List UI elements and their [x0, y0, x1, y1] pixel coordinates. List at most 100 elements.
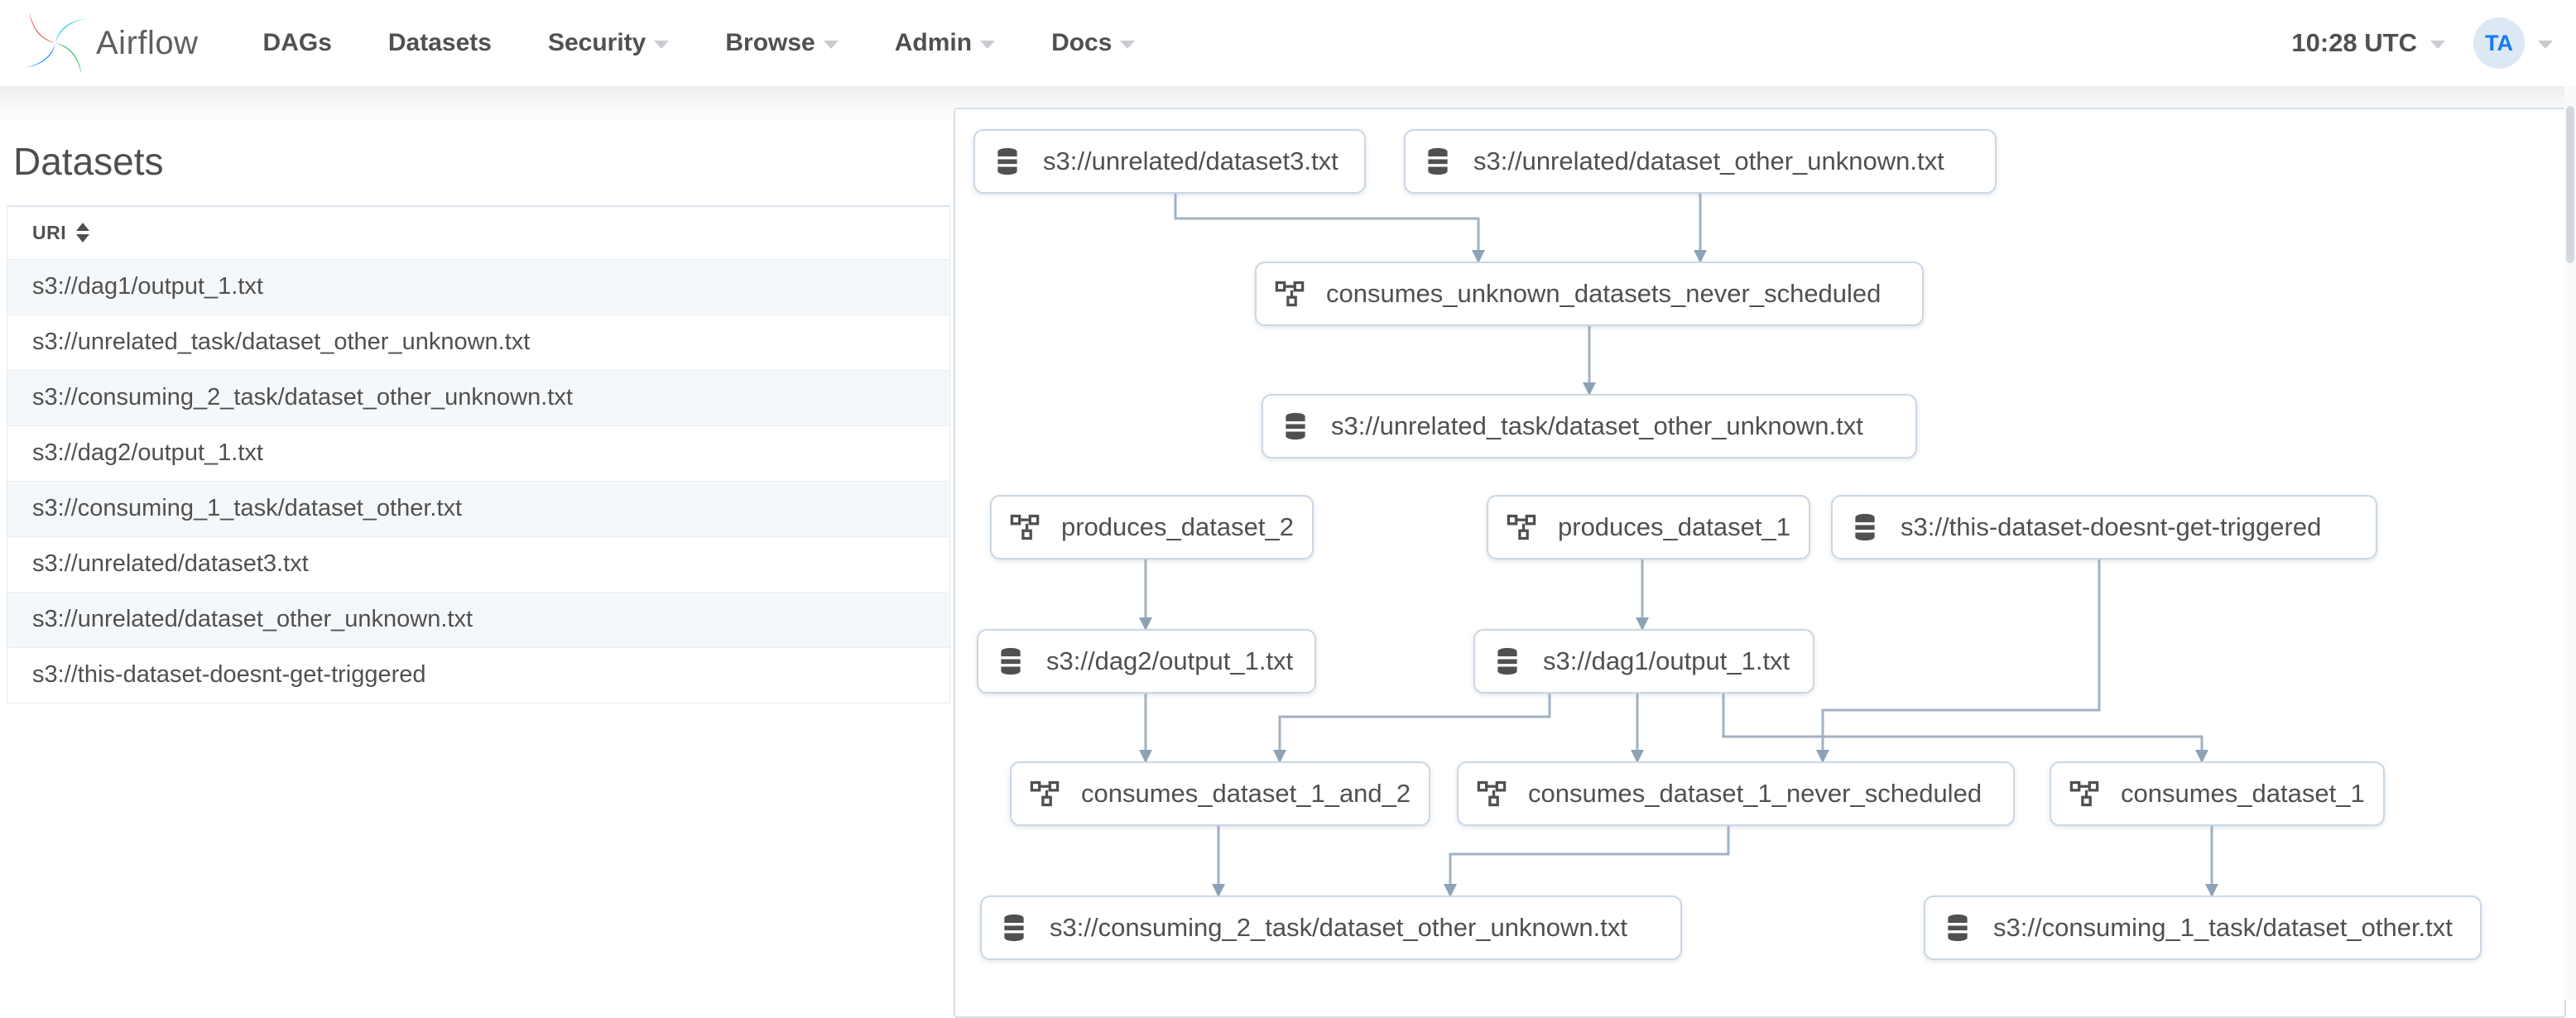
nav-item-label: DAGs — [262, 29, 332, 56]
nav-item-label: Browse — [725, 29, 815, 56]
user-menu[interactable]: TA — [2473, 17, 2553, 69]
database-icon — [1493, 646, 1521, 677]
nav-item-datasets[interactable]: Datasets — [388, 29, 492, 57]
graph-node-dag-consumes-dataset-1-never-scheduled[interactable]: consumes_dataset_1_never_scheduled — [1457, 761, 2015, 826]
scrollbar-thumb[interactable] — [2566, 106, 2574, 263]
database-icon — [1424, 146, 1452, 177]
logo-blade-cyan — [55, 18, 87, 43]
avatar: TA — [2473, 17, 2525, 69]
nav-item-label: Datasets — [387, 29, 492, 56]
node-label: produces_dataset_2 — [1061, 512, 1294, 541]
caret-down-icon — [1120, 41, 1136, 49]
dataset-uri-cell[interactable]: s3://unrelated/dataset3.txt — [7, 535, 950, 592]
database-icon — [1944, 912, 1972, 944]
nav-menu: DAGs Datasets Security Browse Admin Docs — [263, 29, 1136, 57]
dataset-row[interactable]: s3://unrelated/dataset3.txt — [7, 535, 950, 592]
node-label: s3://dag1/output_1.txt — [1543, 646, 1790, 675]
node-label: consumes_dataset_1_and_2 — [1081, 779, 1411, 808]
brand-label: Airflow — [96, 24, 199, 61]
nav-item-admin[interactable]: Admin — [895, 29, 996, 57]
logo-blade-red — [29, 12, 55, 44]
caret-down-icon — [2430, 41, 2445, 49]
dag-icon — [1010, 512, 1040, 542]
dataset-uri-cell[interactable]: s3://consuming_2_task/dataset_other_unkn… — [7, 369, 950, 425]
dataset-row[interactable]: s3://dag2/output_1.txt — [7, 425, 950, 481]
graph-node-dag-consumes-dataset-1-and-2[interactable]: consumes_dataset_1_and_2 — [1010, 761, 1431, 826]
database-icon — [1000, 912, 1028, 944]
database-icon — [1851, 511, 1879, 543]
graph-node-dag-produces-dataset-1[interactable]: produces_dataset_1 — [1487, 495, 1810, 559]
graph-node-dag-produces-dataset-2[interactable]: produces_dataset_2 — [990, 495, 1314, 559]
dag-icon — [2069, 779, 2099, 809]
graph-node-dataset-dag1-output-1[interactable]: s3://dag1/output_1.txt — [1473, 629, 1814, 694]
node-label: s3://dag2/output_1.txt — [1046, 646, 1294, 675]
nav-right: 10:28 UTC TA — [2291, 17, 2553, 69]
nav-item-label: Docs — [1051, 29, 1113, 56]
graph-node-dataset-unrelated-task-dataset-other-unknown[interactable]: s3://unrelated_task/dataset_other_unknow… — [1262, 394, 1917, 459]
nav-item-dags[interactable]: DAGs — [263, 29, 332, 57]
dataset-row[interactable]: s3://consuming_2_task/dataset_other_unkn… — [7, 369, 950, 425]
scrollbar — [2564, 86, 2576, 1000]
dataset-uri-cell[interactable]: s3://this-dataset-doesnt-get-triggered — [7, 646, 950, 703]
caret-down-icon — [654, 41, 670, 49]
node-label: s3://unrelated/dataset_other_unknown.txt — [1473, 146, 1944, 175]
dataset-row[interactable]: s3://unrelated/dataset_other_unknown.txt — [7, 591, 950, 647]
caret-down-icon — [980, 41, 996, 49]
node-label: consumes_unknown_datasets_never_schedule… — [1326, 279, 1882, 308]
database-icon — [1281, 411, 1310, 442]
dag-icon — [1030, 779, 1060, 809]
table-header-row: URI — [7, 206, 950, 259]
dataset-row[interactable]: s3://consuming_1_task/dataset_other.txt — [7, 480, 950, 536]
node-label: s3://unrelated_task/dataset_other_unknow… — [1331, 411, 1863, 440]
sort-down-arrow-icon — [76, 234, 90, 243]
dataset-row[interactable]: s3://this-dataset-doesnt-get-triggered — [7, 646, 950, 703]
nav-item-security[interactable]: Security — [547, 29, 670, 57]
nav-item-label: Security — [547, 29, 646, 56]
uri-column-label: URI — [32, 221, 67, 243]
dag-icon — [1275, 279, 1305, 309]
database-icon — [997, 646, 1025, 677]
dataset-row[interactable]: s3://unrelated_task/dataset_other_unknow… — [7, 314, 950, 370]
dataset-uri-cell[interactable]: s3://dag1/output_1.txt — [7, 258, 950, 315]
dag-icon — [1477, 779, 1507, 809]
home-link[interactable]: Airflow — [23, 11, 199, 75]
clock-label: 10:28 UTC — [2291, 28, 2417, 57]
graph-node-dataset-this-dataset-doesnt-get-triggered[interactable]: s3://this-dataset-doesnt-get-triggered — [1831, 495, 2377, 559]
graph-node-dataset-consuming-1-task-dataset-other[interactable]: s3://consuming_1_task/dataset_other.txt — [1924, 896, 2482, 960]
node-label: consumes_dataset_1_never_scheduled — [1528, 779, 1982, 808]
logo-blade-green — [55, 43, 82, 74]
dataset-uri-cell[interactable]: s3://dag2/output_1.txt — [7, 425, 950, 481]
dataset-uri-cell[interactable]: s3://unrelated/dataset_other_unknown.txt — [7, 591, 950, 647]
node-label: s3://this-dataset-doesnt-get-triggered — [1901, 512, 2322, 541]
timezone-dropdown[interactable]: 10:28 UTC — [2291, 28, 2445, 58]
graph-node-dataset-unrelated-dataset-other-unknown[interactable]: s3://unrelated/dataset_other_unknown.txt — [1404, 129, 1997, 194]
graph-node-dag-consumes-unknown-datasets-never-scheduled[interactable]: consumes_unknown_datasets_never_schedule… — [1255, 262, 1924, 326]
database-icon — [993, 146, 1021, 177]
page-title: Datasets — [13, 140, 164, 183]
sort-icon[interactable] — [76, 223, 90, 243]
dataset-uri-cell[interactable]: s3://unrelated_task/dataset_other_unknow… — [7, 314, 950, 370]
airflow-logo — [24, 12, 87, 74]
graph-node-dataset-consuming-2-task-dataset-other-unknown[interactable]: s3://consuming_2_task/dataset_other_unkn… — [980, 896, 1682, 960]
graph-node-dag-consumes-dataset-1[interactable]: consumes_dataset_1 — [2050, 761, 2385, 826]
sort-up-arrow-icon — [76, 223, 90, 232]
dataset-uri-cell[interactable]: s3://consuming_1_task/dataset_other.txt — [7, 480, 950, 536]
caret-down-icon — [2538, 41, 2553, 49]
caret-down-icon — [823, 41, 839, 49]
nav-item-browse[interactable]: Browse — [725, 29, 839, 57]
dag-icon — [1507, 512, 1536, 542]
node-label: s3://consuming_1_task/dataset_other.txt — [1993, 913, 2453, 942]
logo-blade-blue — [24, 43, 56, 68]
nav-item-docs[interactable]: Docs — [1051, 29, 1136, 57]
uri-column-header[interactable]: URI — [7, 206, 950, 259]
node-label: produces_dataset_1 — [1558, 512, 1790, 541]
graph-node-dataset-dag2-output-1[interactable]: s3://dag2/output_1.txt — [977, 629, 1316, 694]
node-label: s3://unrelated/dataset3.txt — [1043, 146, 1338, 175]
dataset-row[interactable]: s3://dag1/output_1.txt — [7, 258, 950, 315]
graph-node-dataset-unrelated-dataset3[interactable]: s3://unrelated/dataset3.txt — [973, 129, 1366, 194]
node-label: consumes_dataset_1 — [2121, 779, 2365, 808]
